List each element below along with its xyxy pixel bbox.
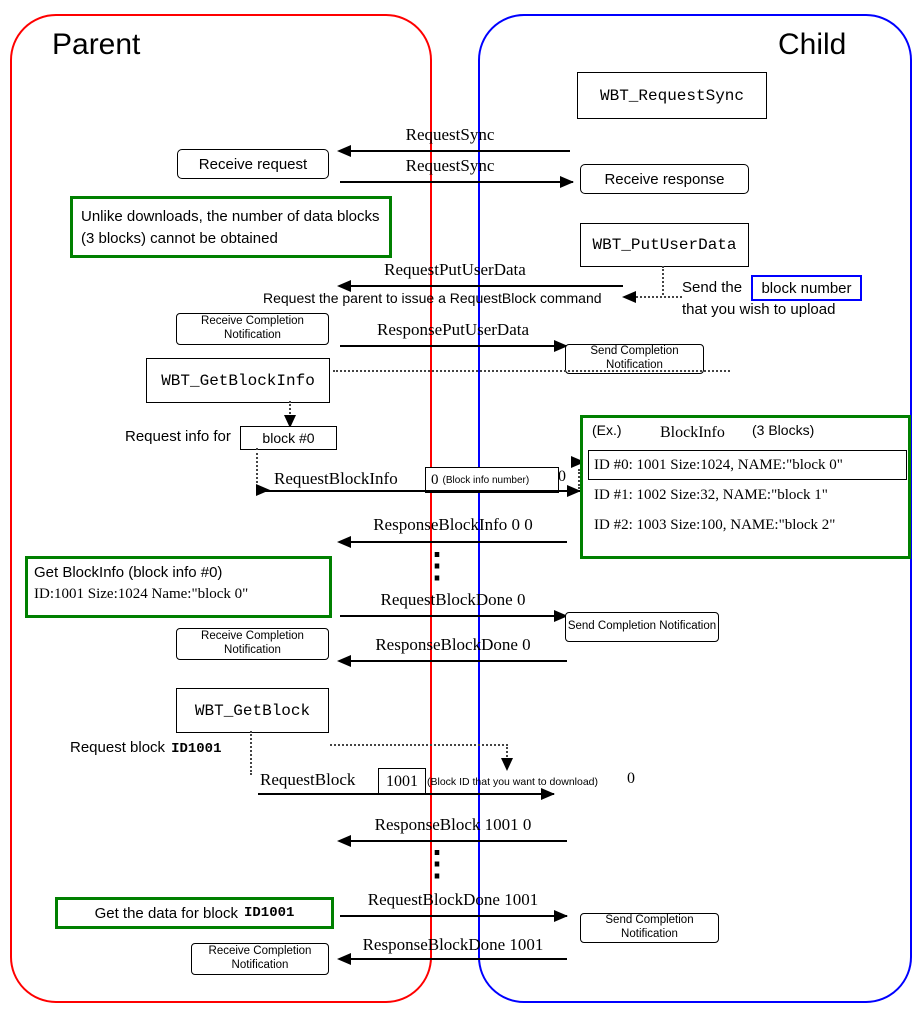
child-lane-title: Child [778,28,847,61]
note-wish-to-upload: that you wish to upload [682,301,836,318]
msg-request-sync-to-child-label: RequestSync [405,156,495,175]
msg-request-sync-to-parent-line [340,150,570,152]
send-completion-box-3: Send Completion Notification [580,913,719,943]
connector-issue-dotted [636,296,682,298]
sequence-ellipsis: ⋮ [420,548,454,585]
receive-completion-box-1: Receive Completion Notification [176,313,329,345]
block-info-row-2: ID #2: 1003 Size:100, NAME:"block 2" [594,517,836,533]
connector-getblock-h-dotted [330,744,508,746]
msg-response-block-done-1001-label: ResponseBlockDone 1001 [362,935,544,954]
msg-request-block-info-line [258,490,580,492]
parent-lane-region [10,14,432,1003]
wbt-get-block-info-box: WBT_GetBlockInfo [146,358,330,403]
arrowhead-left-icon [337,145,351,157]
arrowhead-right-icon [554,340,568,352]
note-get-block-info: Get BlockInfo (block info #0) ID:1001 Si… [25,556,332,618]
connector-getblockinfo-dotted [289,401,291,417]
connector-completion-dotted [333,370,730,372]
arrowhead-down-icon [501,758,513,771]
note-send-the: Send the [682,279,743,296]
wbt-put-user-data-box: WBT_PutUserData [580,223,749,267]
wbt-get-block-box: WBT_GetBlock [176,688,329,733]
send-completion-box-1: Send Completion Notification [565,344,704,374]
note-get-block-info-detail: ID:1001 Size:1024 Name:"block 0" [34,586,249,602]
parent-lane-title: Parent [52,28,141,61]
arrowhead-right-icon [554,910,568,922]
block-info-count-label: (3 Blocks) [752,422,815,438]
block-info-example-box [580,415,911,559]
block-info-row-1: ID #1: 1002 Size:32, NAME:"block 1" [594,487,828,503]
receive-completion-box-3: Receive Completion Notification [191,943,329,975]
arrowhead-left-icon [622,291,636,303]
connector-getblock-v2-dotted [506,744,508,760]
msg-response-block-line [340,840,567,842]
connector-getblock-dotted [250,731,252,775]
msg-response-block-label: ResponseBlock 1001 0 [374,815,532,834]
arrowhead-right-icon [554,610,568,622]
arrowhead-left-icon [337,655,351,667]
connector-blockinfo-dotted [578,469,580,489]
msg-request-block-done-0-label: RequestBlockDone 0 [380,590,526,609]
request-block-trailing-param: 0 [627,770,635,787]
connector-block0-dotted [256,448,258,483]
msg-request-put-user-data-line [340,285,623,287]
note-request-block-prefix: Request block [70,739,166,756]
msg-response-block-done-0-label: ResponseBlockDone 0 [375,635,531,654]
note-request-block: Request block ID1001 [70,739,221,757]
msg-request-block-label: RequestBlock [260,770,356,789]
note-request-info-for: Request info for [125,428,231,445]
note-get-data: Get the data for block ID1001 [55,897,334,929]
arrowhead-left-icon [337,536,351,548]
receive-completion-box-2: Receive Completion Notification [176,628,329,660]
note-unlike-downloads: Unlike downloads, the number of data blo… [70,196,392,258]
msg-request-block-info-label: RequestBlockInfo [274,469,398,488]
msg-request-block-done-1001-line [340,915,567,917]
arrowhead-right-icon [541,788,555,800]
msg-request-block-done-0-line [340,615,567,617]
send-completion-box-2: Send Completion Notification [565,612,719,642]
block-info-ex-label: (Ex.) [592,422,622,438]
block-0-box: block #0 [240,426,337,450]
note-get-data-prefix: Get the data for block [94,904,238,922]
arrowhead-right-icon [560,176,574,188]
note-get-block-info-title: Get BlockInfo (block info #0) [34,564,223,581]
msg-request-put-user-data-label: RequestPutUserData [384,260,526,279]
receive-request-box: Receive request [177,149,329,179]
request-block-info-trailing-param: 0 [558,468,566,485]
arrowhead-down-icon [284,415,296,428]
block-info-title: BlockInfo [660,424,725,441]
msg-response-block-done-0-line [340,660,567,662]
msg-response-block-done-1001-line [340,958,567,960]
request-block-info-param-note: (Block info number) [442,474,530,486]
msg-request-sync-to-child-line [340,181,573,183]
request-block-param-note: (Block ID that you want to download) [427,776,599,788]
arrowhead-left-icon [337,953,351,965]
msg-response-put-user-data-line [340,345,567,347]
arrowhead-left-icon [337,835,351,847]
request-block-param-box: 1001 [378,768,426,795]
connector-putuserdata-dotted [662,266,664,295]
msg-request-block-line [258,793,554,795]
block-number-box: block number [751,275,862,301]
note-request-parent-issue: Request the parent to issue a RequestBlo… [263,290,602,306]
msg-request-sync-to-parent-label: RequestSync [405,125,495,144]
arrowhead-left-icon [337,280,351,292]
arrowhead-right-icon [567,485,581,497]
sequence-ellipsis: ⋮ [420,846,454,883]
note-request-block-id: ID1001 [171,741,222,757]
msg-response-block-info-label: ResponseBlockInfo 0 0 [373,515,533,534]
msg-request-block-done-1001-label: RequestBlockDone 1001 [367,890,539,909]
msg-response-put-user-data-label: ResponsePutUserData [376,320,530,339]
block-info-row-0: ID #0: 1001 Size:1024, NAME:"block 0" [588,450,907,480]
msg-response-block-info-line [340,541,567,543]
receive-response-box: Receive response [580,164,749,194]
wbt-request-sync-box: WBT_RequestSync [577,72,767,119]
child-lane-region [478,14,912,1003]
note-get-data-id: ID1001 [244,905,295,921]
request-block-info-param: 0 [431,471,439,488]
